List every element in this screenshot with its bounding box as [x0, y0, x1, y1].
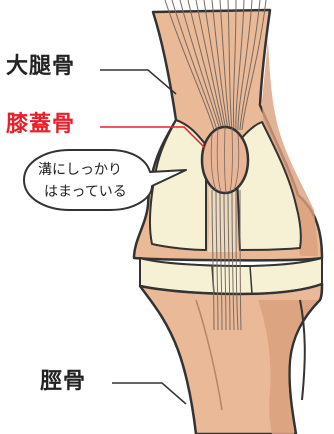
- fibula-edge: [299, 299, 306, 401]
- callout-text-line-1: 溝にしっかり: [38, 162, 122, 178]
- tibia-shading: [258, 300, 318, 434]
- patella-label: 膝蓋骨: [6, 112, 76, 137]
- femur-label: 大腿骨: [6, 54, 76, 79]
- femur-shading: [262, 40, 318, 256]
- meniscus-band: [139, 257, 323, 295]
- tibia-leader-line: [112, 382, 187, 405]
- quadriceps-tendon: [164, 0, 267, 131]
- patella-leader-line: [100, 126, 206, 149]
- patella-striations: [210, 126, 240, 194]
- meniscus-divider-right: [249, 265, 253, 295]
- callout-text-line-2: はまっている: [44, 184, 127, 200]
- cartilage-left: [148, 119, 207, 251]
- tibia-label: 脛骨: [40, 369, 87, 394]
- tibia-crest: [195, 299, 223, 411]
- cartilage-right: [235, 121, 302, 251]
- femur-leader-line: [100, 69, 177, 95]
- patellar-tendon: [211, 189, 242, 331]
- callout-bubble: [23, 149, 187, 211]
